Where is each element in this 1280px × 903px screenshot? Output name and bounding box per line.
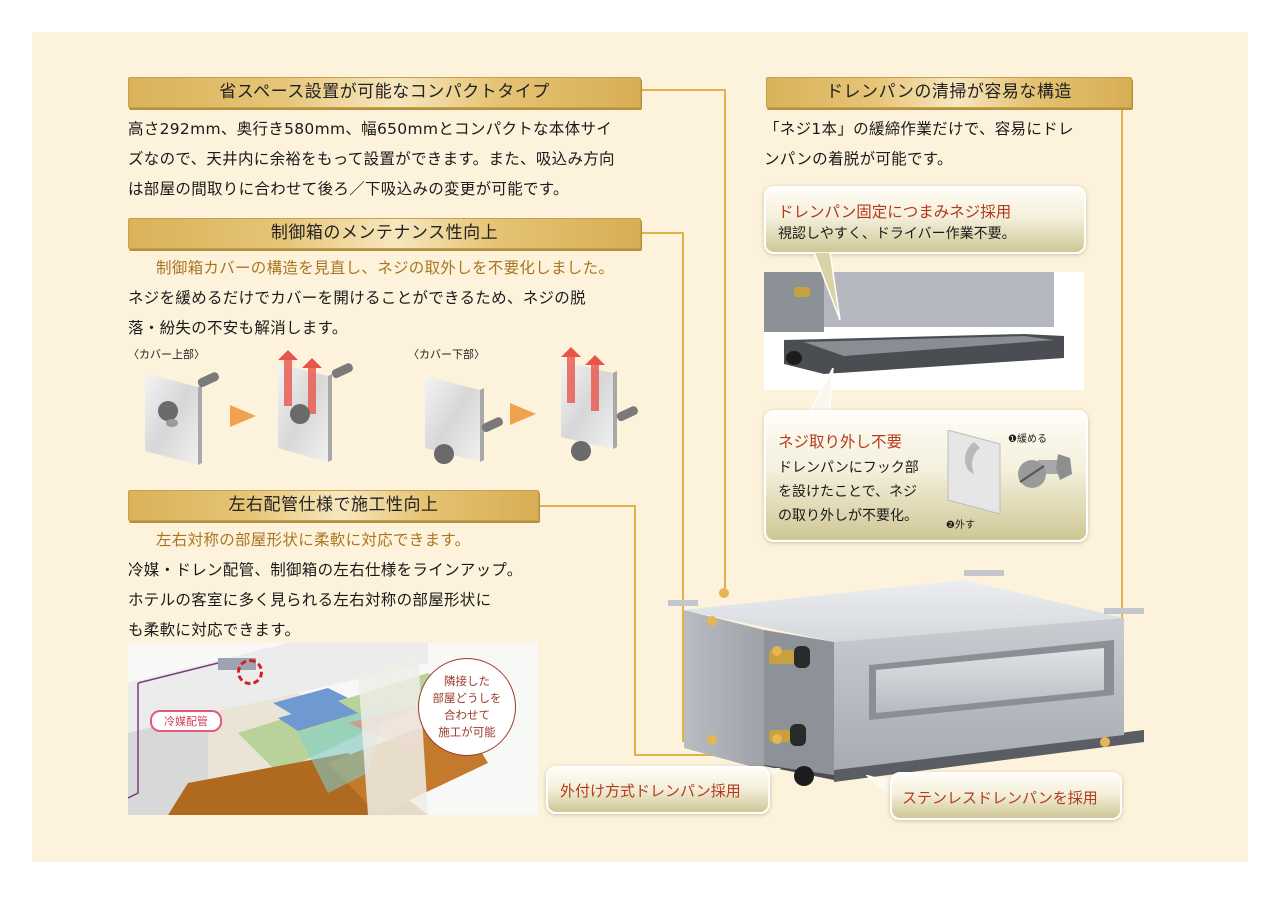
cover-bottom-before-figure: [420, 372, 505, 467]
drainpan-photo: [764, 272, 1084, 390]
text-line: 冷媒・ドレン配管、制御箱の左右仕様をラインアップ。: [128, 561, 523, 579]
section-header-maintenance: 制御箱のメンテナンス性向上: [128, 218, 641, 249]
step-remove-label: ❷外す: [946, 520, 975, 531]
no-screw-removal-title: ネジ取り外し不要: [778, 433, 903, 451]
section-header-drainpan: ドレンパンの清掃が容易な構造: [766, 77, 1132, 108]
bubble-line: 施工が可能: [438, 725, 496, 739]
connector-line: [634, 754, 730, 756]
stainless-drainpan-label: ステンレスドレンパンを採用: [902, 789, 1098, 807]
arrow-right-icon: [230, 405, 256, 427]
maintenance-description: 制御箱カバーの構造を見直し、ネジの取外しを不要化しました。 ネジを緩めるだけでカ…: [128, 253, 668, 343]
connector-line: [640, 89, 725, 91]
stainless-drainpan-callout: ステンレスドレンパンを採用: [890, 772, 1122, 820]
screw-figure: [1016, 448, 1076, 494]
thumbscrew-callout-text: 視認しやすく、ドライバー作業不要。: [778, 226, 1016, 242]
bubble-line: 部屋どうしを: [432, 691, 502, 705]
drainpan-description: 「ネジ1本」の緩締作業だけで、容易にドレ ンパンの着脱が可能です。: [764, 114, 1114, 174]
connector-dot: [772, 646, 782, 656]
connector-line: [640, 232, 683, 234]
connector-line: [682, 232, 684, 741]
text-line: ズなので、天井内に余裕をもって設置ができます。また、吸込み方向: [128, 150, 615, 168]
step-loosen-label: ❶緩める: [1008, 434, 1047, 445]
product-unit-image: [664, 570, 1150, 790]
refrigerant-pipe-highlight: [237, 659, 263, 685]
maintenance-lead: 制御箱カバーの構造を見直し、ネジの取外しを不要化しました。: [156, 259, 615, 277]
connector-dot: [707, 616, 717, 626]
cover-top-before-figure: [140, 365, 220, 465]
piping-lead: 左右対称の部屋形状に柔軟に対応できます。: [156, 531, 471, 549]
connector-dot: [719, 588, 729, 598]
text-line: を設けたことで、ネジ: [778, 484, 918, 500]
callout-pointer: [795, 368, 835, 416]
arrow-right-icon: [510, 403, 536, 425]
thumbscrew-callout-title: ドレンパン固定につまみネジ採用: [778, 203, 1012, 221]
connector-dot: [1100, 737, 1110, 747]
text-line: ドレンパンにフック部: [778, 460, 919, 476]
piping-description: 左右対称の部屋形状に柔軟に対応できます。 冷媒・ドレン配管、制御箱の左右仕様をラ…: [128, 525, 548, 645]
text-line: 落・紛失の不安も解消します。: [128, 319, 348, 337]
compact-description: 高さ292mm、奥行き580mm、幅650mmとコンパクトな本体サイ ズなので、…: [128, 114, 668, 204]
connector-line: [634, 505, 636, 755]
refrigerant-pipe-tag: 冷媒配管: [150, 710, 222, 732]
text-line: も柔軟に対応できます。: [128, 621, 301, 639]
text-line: ホテルの客室に多く見られる左右対称の部屋形状に: [128, 591, 492, 609]
connector-line: [538, 505, 635, 507]
no-screw-removal-callout: ネジ取り外し不要 ドレンパンにフック部 を設けたことで、ネジ の取り外しが不要化…: [764, 410, 1088, 542]
section-header-compact: 省スペース設置が可能なコンパクトタイプ: [128, 77, 641, 108]
cover-bottom-after-figure: [555, 345, 645, 465]
text-line: ネジを緩めるだけでカバーを開けることができるため、ネジの脱: [128, 289, 586, 307]
text-line: ンパンの着脱が可能です。: [764, 150, 953, 168]
adjacent-rooms-bubble: 隣接した 部屋どうしを 合わせて 施工が可能: [418, 658, 516, 756]
text-line: 高さ292mm、奥行き580mm、幅650mmとコンパクトな本体サイ: [128, 120, 613, 138]
bubble-line: 合わせて: [444, 708, 490, 722]
text-line: の取り外しが不要化。: [778, 508, 918, 524]
cover-top-after-figure: [270, 350, 360, 465]
hook-bracket-figure: [944, 430, 1004, 514]
text-line: 「ネジ1本」の緩締作業だけで、容易にドレ: [764, 120, 1074, 138]
bubble-line: 隣接した: [444, 674, 490, 688]
cover-bottom-label: 〈カバー下部〉: [408, 348, 485, 361]
external-drainpan-callout: 外付け方式ドレンパン採用: [546, 766, 770, 814]
hotel-room-illustration: 冷媒配管 隣接した 部屋どうしを 合わせて 施工が可能: [128, 643, 538, 815]
no-screw-removal-text: ドレンパンにフック部 を設けたことで、ネジ の取り外しが不要化。: [778, 456, 919, 528]
connector-dot: [772, 734, 782, 744]
text-line: は部屋の間取りに合わせて後ろ／下吸込みの変更が可能です。: [128, 180, 569, 198]
callout-pointer: [812, 252, 842, 322]
cover-top-label: 〈カバー上部〉: [128, 348, 205, 361]
thumbscrew-callout: ドレンパン固定につまみネジ採用 視認しやすく、ドライバー作業不要。: [764, 186, 1086, 254]
section-header-piping: 左右配管仕様で施工性向上: [128, 490, 539, 521]
connector-line: [724, 89, 726, 593]
connector-dot: [707, 735, 717, 745]
external-drainpan-label: 外付け方式ドレンパン採用: [560, 782, 741, 800]
connector-line: [1121, 106, 1123, 742]
